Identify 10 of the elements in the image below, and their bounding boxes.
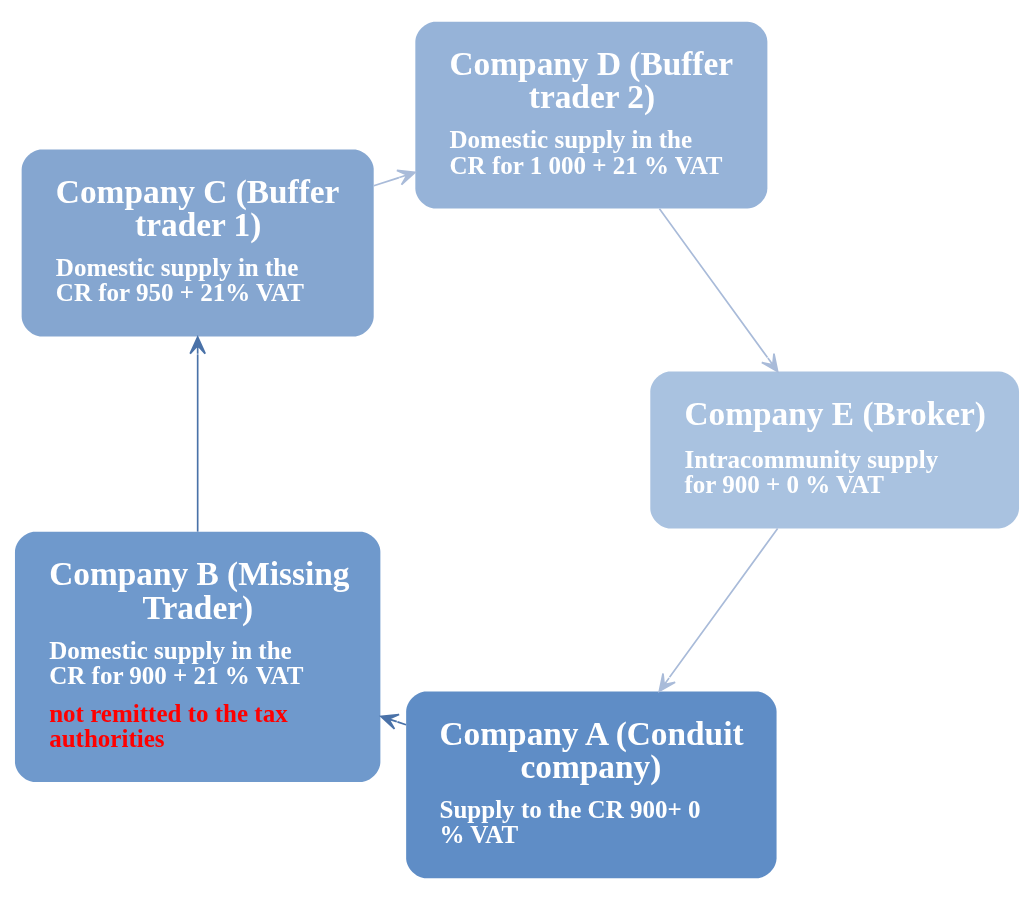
arrow <box>189 335 206 532</box>
arrow <box>658 527 779 692</box>
node-box: Company B (Missing Trader) Domestic supply in the CR for 900 + 21 % VAT not remitted to the tax authorities <box>14 531 381 782</box>
node-box: Company A (Conduit company) Supply to the CR 900+ 0 % VAT <box>406 690 777 878</box>
arrow <box>372 169 416 187</box>
arrow <box>658 207 779 372</box>
node-box: Company D (Buffer trader 2) Domestic supply in the CR for 1 000 + 21 % VAT <box>415 21 768 209</box>
arrow <box>380 713 407 730</box>
node-box: Company E (Broker) Intracommunity supply for 900 + 0 % VAT <box>650 371 1020 528</box>
node-box: Company C (Buffer trader 1) Domestic supply in the CR for 950 + 21% VAT <box>21 149 374 336</box>
